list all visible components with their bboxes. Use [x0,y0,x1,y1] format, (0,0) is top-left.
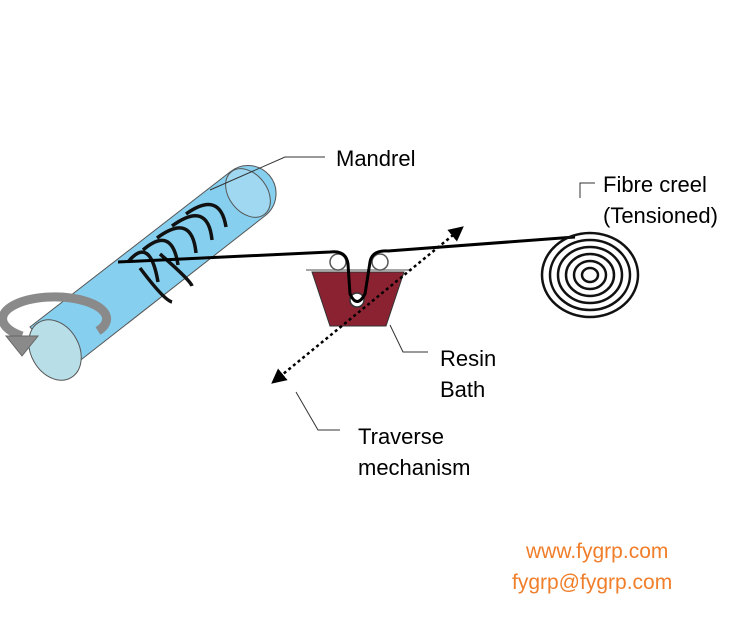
fibre-creel-label: Fibre creel [603,172,707,197]
leader-lines [209,156,595,431]
bath-label: Bath [440,377,485,402]
fibre-creel [540,231,640,319]
mandrel [0,165,277,381]
resin-label: Resin [440,346,496,371]
website-watermark: www.fygrp.com [525,540,668,563]
mandrel-label: Mandrel [336,146,415,171]
guide-roller-right [371,253,389,271]
rotation-arrow [0,292,112,341]
traverse-arrow [271,226,464,384]
resin-bath [306,253,410,327]
fibre-path [117,235,576,303]
rotation-arrow-head [4,335,40,357]
mandrel-far-end [225,168,271,218]
mechanism-label: mechanism [358,455,470,480]
traverse-label: Traverse [358,424,444,449]
fibre-windings [126,202,228,304]
fibre-creel-note: (Tensioned) [603,203,718,228]
email-watermark: fygrp@fygrp.com [512,571,672,594]
mandrel-near-end [28,319,82,381]
